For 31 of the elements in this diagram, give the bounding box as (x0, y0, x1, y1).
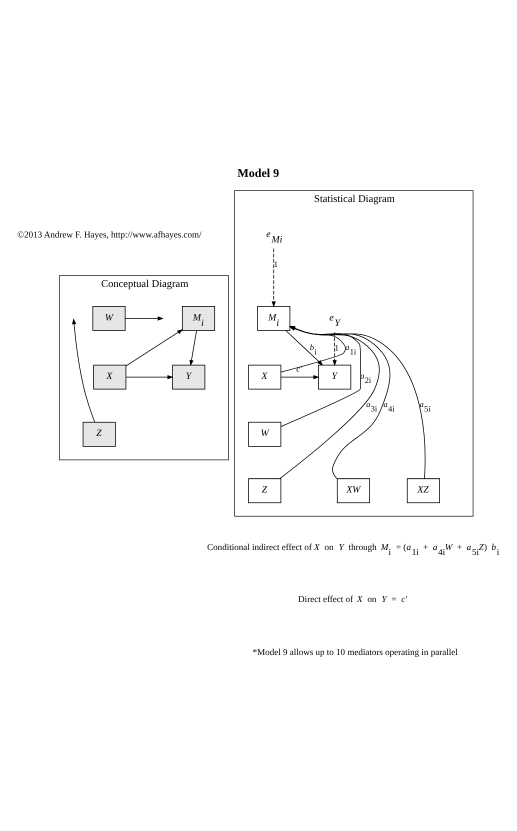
label: *Model 9 allows up to 10 mediators operating in parallel (252, 646, 458, 657)
arrow (280, 375, 320, 380)
node-box: W (248, 422, 282, 447)
arrow (279, 326, 380, 480)
arrow (289, 326, 390, 480)
arrow (124, 316, 164, 321)
edge-label: 1 (274, 260, 278, 270)
arrow (289, 326, 426, 479)
diagram-title: Model 9 (237, 166, 280, 180)
node-box: Y (172, 364, 206, 390)
arrow (280, 326, 361, 427)
arrow (72, 318, 96, 422)
node-box: Z (248, 478, 282, 504)
node-box: W (92, 306, 126, 331)
arrow (332, 332, 337, 366)
arrow (280, 326, 346, 372)
arrow (126, 329, 184, 366)
node-box: XZ (406, 478, 440, 504)
arrow (272, 248, 276, 308)
edge-label: c′ (296, 364, 303, 374)
node-box: X (93, 364, 126, 390)
node-box: Y (318, 364, 352, 390)
node-box: Z (82, 422, 116, 447)
edge-label: 1 (334, 344, 339, 353)
arrow (285, 330, 324, 366)
node-box: XW (336, 478, 370, 504)
label: Direct effect of X on Y = c′ (298, 594, 408, 604)
label: ©2013 Andrew F. Hayes, http://www.afhayes.com/ (17, 229, 202, 240)
arrow (189, 330, 197, 366)
node-box: X (248, 364, 282, 390)
arrow (126, 375, 174, 380)
